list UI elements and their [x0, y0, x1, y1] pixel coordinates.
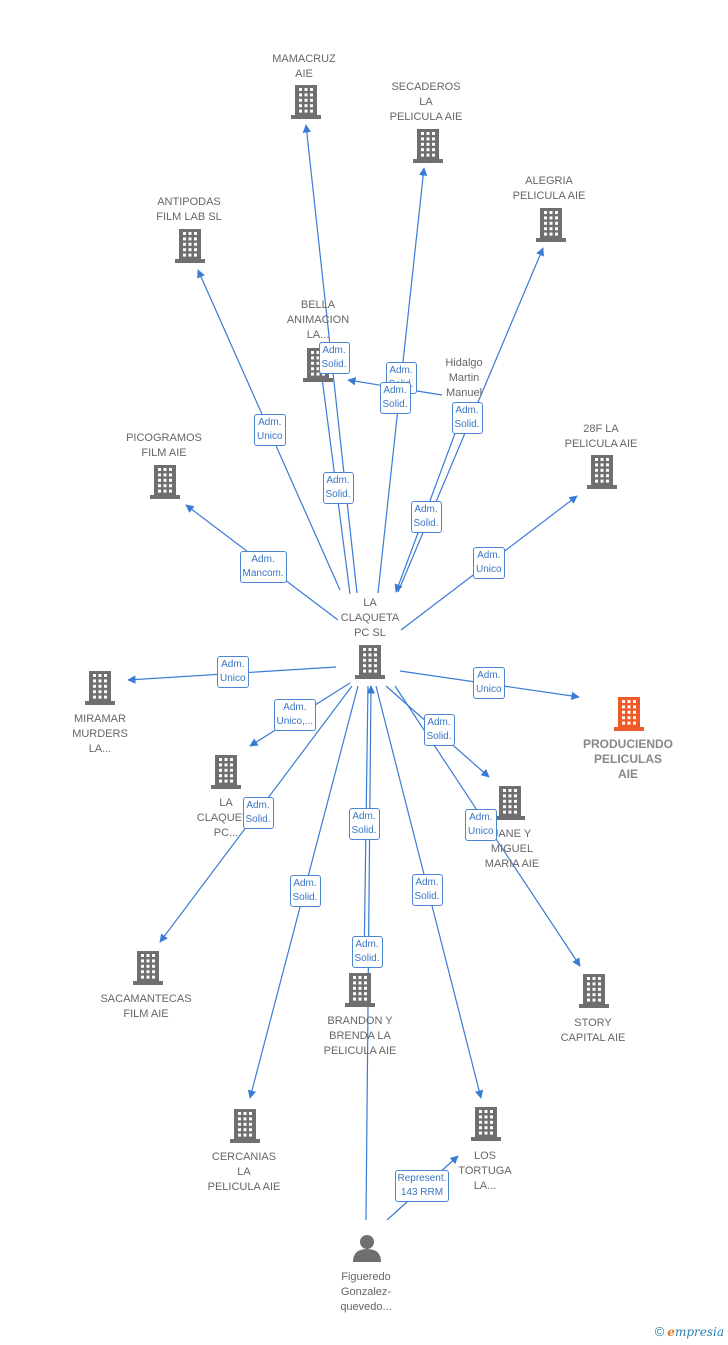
- edge-label-figueredo-to-tortuga: Represent. 143 RRM: [394, 1170, 450, 1202]
- node-label-story[interactable]: STORY CAPITAL AIE: [560, 1017, 626, 1044]
- building-icon-brandon[interactable]: [345, 973, 375, 1007]
- edge-label-claqueta-to-tortuga: Adm. Solid.: [411, 874, 443, 906]
- brand-name: mpresia: [674, 1325, 724, 1339]
- building-icon-miramar[interactable]: [85, 671, 115, 705]
- node-label-tortuga[interactable]: LOS TORTUGA LA...: [458, 1150, 512, 1192]
- building-icon-jane[interactable]: [495, 786, 525, 820]
- building-icon-tortuga[interactable]: [471, 1107, 501, 1141]
- edge-label-claqueta-to-antipodas: Adm. Unico: [254, 414, 286, 446]
- node-label-claqueta2[interactable]: LA CLAQUETA PC...: [196, 797, 256, 839]
- building-icon-secaderos[interactable]: [413, 129, 443, 163]
- person-icon-figueredo[interactable]: [353, 1235, 381, 1262]
- node-label-figueredo[interactable]: Figueredo Gonzalez- quevedo...: [340, 1271, 392, 1313]
- brand-initial: e: [667, 1325, 675, 1339]
- copyright-symbol: ©: [654, 1324, 665, 1339]
- edge-label-claqueta-to-brandon: Adm. Solid.: [348, 808, 380, 840]
- building-icon-sacamantecas[interactable]: [133, 951, 163, 985]
- node-label-jane[interactable]: JANE Y MIGUEL MARIA AIE: [484, 828, 540, 870]
- node-label-claqueta[interactable]: LA CLAQUETA PC SL: [340, 597, 400, 639]
- empresia-brand: ©empresia: [655, 1324, 724, 1339]
- building-icon-story[interactable]: [579, 974, 609, 1008]
- node-label-bella[interactable]: BELLA ANIMACION LA...: [286, 299, 350, 341]
- edge-label-claqueta-to-alegria: Adm. Solid.: [451, 402, 483, 434]
- edge-label-claqueta-to-sacamantecas: Adm. Solid.: [242, 797, 274, 829]
- node-label-alegria[interactable]: ALEGRIA PELICULA AIE: [512, 175, 586, 202]
- node-label-miramar[interactable]: MIRAMAR MURDERS LA...: [72, 713, 128, 755]
- edge-label-claqueta-to-claqueta2: Adm. Unico,...: [273, 699, 317, 731]
- edge-label-claqueta-to-produciendo: Adm. Unico: [473, 667, 505, 699]
- edge-label-claqueta-to-cercanias: Adm. Solid.: [289, 875, 321, 907]
- building-icon-mamacruz[interactable]: [291, 85, 321, 119]
- node-label-hidalgo[interactable]: Hidalgo Martin Manuel: [445, 357, 483, 399]
- building-icon-claqueta[interactable]: [355, 645, 385, 679]
- edge-label-claqueta-to-story: Adm. Unico: [465, 809, 497, 841]
- node-label-28f[interactable]: 28F LA PELICULA AIE: [564, 423, 638, 450]
- node-label-brandon[interactable]: BRANDON Y BRENDA LA PELICULA AIE: [323, 1015, 397, 1057]
- building-icon-claqueta2[interactable]: [211, 755, 241, 789]
- edge-label-hidalgo-to-bella: Adm. Solid.: [379, 382, 411, 414]
- edge-label-figueredo-to-claqueta: Adm. Solid.: [351, 936, 383, 968]
- node-label-picogramos[interactable]: PICOGRAMOS FILM AIE: [126, 432, 202, 459]
- building-icon-antipodas[interactable]: [175, 229, 205, 263]
- building-icon-alegria[interactable]: [536, 208, 566, 242]
- building-icon-cercanias[interactable]: [230, 1109, 260, 1143]
- node-label-antipodas[interactable]: ANTIPODAS FILM LAB SL: [156, 196, 222, 223]
- building-icon-28f[interactable]: [587, 455, 617, 489]
- edge-label-claqueta-to-bella: Adm. Solid.: [322, 472, 354, 504]
- node-label-mamacruz[interactable]: MAMACRUZ AIE: [272, 53, 336, 80]
- edge-label-claqueta-to-28f: Adm. Unico: [473, 547, 505, 579]
- edge-label-hidalgo-to-claqueta: Adm. Solid.: [410, 501, 442, 533]
- node-label-produciendo[interactable]: PRODUCIENDO PELICULAS AIE: [582, 737, 673, 781]
- building-icon-produciendo[interactable]: [614, 697, 644, 731]
- edge-label-claqueta-to-picogramos: Adm. Mancom.: [239, 551, 287, 583]
- node-label-cercanias[interactable]: CERCANIAS LA PELICULA AIE: [207, 1151, 281, 1193]
- node-label-secaderos[interactable]: SECADEROS LA PELICULA AIE: [389, 81, 463, 123]
- edge-label-claqueta-to-miramar: Adm. Unico: [217, 656, 249, 688]
- edge-label-claqueta-to-mamacruz: Adm. Solid.: [318, 342, 350, 374]
- building-icon-picogramos[interactable]: [150, 465, 180, 499]
- node-label-sacamantecas[interactable]: SACAMANTECAS FILM AIE: [100, 993, 192, 1020]
- edge-label-claqueta-to-jane: Adm. Solid.: [423, 714, 455, 746]
